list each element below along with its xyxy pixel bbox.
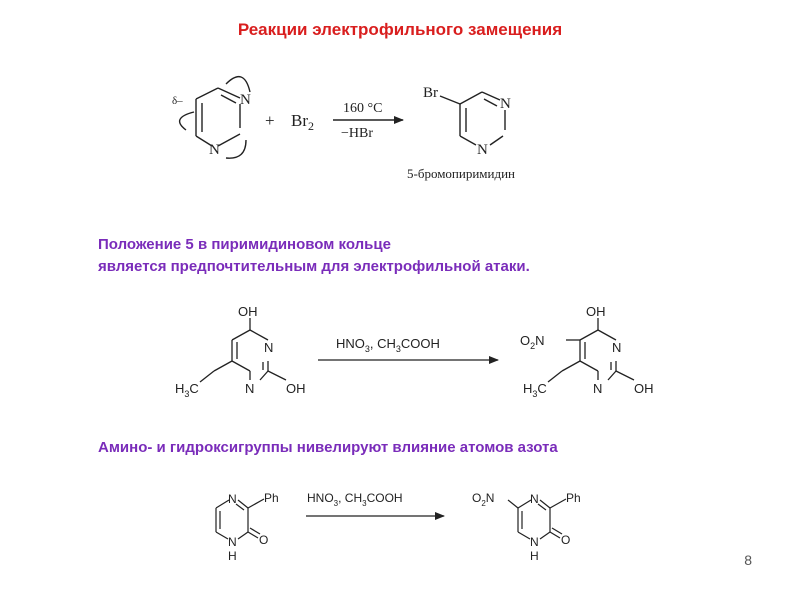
scheme2-reactant-n-right: N [264,340,273,355]
scheme1-reactant-n-top: N [240,92,251,108]
scheme1-product-n-bottom: N [477,142,488,158]
page-number: 8 [744,552,752,568]
scheme2-reactant-ring [199,318,287,383]
scheme2-reactant-n-bottom: N [245,381,254,396]
note-line-1: Положение 5 в пиримидиновом кольце [98,236,391,253]
scheme3-product-ph: Ph [566,491,581,505]
scheme1-reactant-n-bottom: N [209,142,220,158]
scheme2-reactant-oh-right: OH [286,381,306,396]
scheme3-product-nh-n: N [530,535,539,549]
scheme1-delta-label: δ– [172,95,183,107]
scheme3-product-o: O [561,533,570,547]
scheme2-product-n-bottom: N [593,381,602,396]
scheme1-product-pyrimidine [439,91,506,146]
scheme1-reagent: Br2 [291,111,314,133]
scheme1-condition-bottom: −HBr [341,126,373,141]
scheme3-product-nh-h: H [530,549,539,563]
scheme2-reactant-ch3: H3C [175,381,199,399]
scheme2-product-n-right: N [612,340,621,355]
scheme3-reactant-o: O [259,533,268,547]
scheme2-reactant-oh-top: OH [238,304,258,319]
scheme3-product-no2: O2N [472,491,494,508]
scheme2-product-oh-right: OH [634,381,654,396]
scheme1-product-name: 5-бромопиримидин [407,166,515,181]
scheme3-reactant-ph: Ph [264,491,279,505]
scheme1-reactant-pyrimidine [178,75,251,159]
scheme2-conditions: HNO3, CH3COOH [336,336,440,354]
scheme2-product-ring [547,318,635,383]
scheme2-product-no2: O2N [520,333,545,351]
scheme3-conditions: HNO3, CH3COOH [307,491,403,508]
scheme1-plus: + [265,111,275,130]
note-position-5: Положение 5 в пиримидиновом кольце являе… [98,234,530,278]
scheme3-reactant-nh-h: H [228,549,237,563]
scheme3-product-n-top: N [530,492,539,506]
scheme3-reactant-nh-n: N [228,535,237,549]
scheme3-reactant-n-top: N [228,492,237,506]
scheme2-product-oh-top: OH [586,304,606,319]
scheme1-product-br: Br [423,85,438,101]
scheme3-reactant-ring [215,498,265,540]
note-amino-hydroxy: Амино- и гидроксигруппы нивелируют влиян… [98,439,558,456]
scheme1-product-n-top: N [500,96,511,112]
scheme3-product-ring [507,498,567,540]
scheme1-condition-top: 160 °C [343,101,382,116]
note-line-2: является предпочтительным для электрофил… [98,258,530,275]
scheme2-product-ch3: H3C [523,381,547,399]
slide-title: Реакции электрофильного замещения [237,20,563,39]
